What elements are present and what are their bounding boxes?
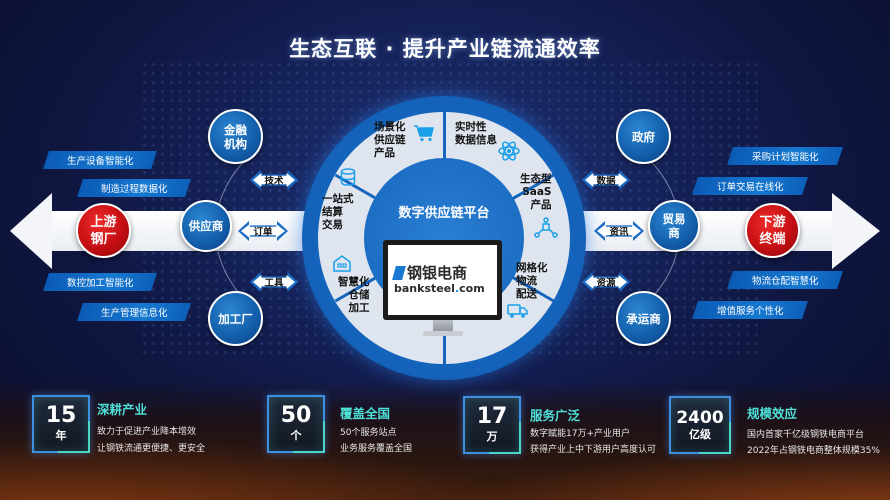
ribbon-manufacturing-data: 制造过程数据化 <box>77 179 191 197</box>
stat-scale-line1: 国内首家千亿级钢铁电商平台 <box>747 430 865 440</box>
upstream-steel-mill-node: 上游钢厂 <box>76 203 131 258</box>
arrow-left-head-icon <box>10 193 52 269</box>
link-technology: 技术 <box>250 170 298 190</box>
monitor-base <box>423 331 463 336</box>
bottom-glow-background <box>0 380 890 500</box>
link-resources: 资源 <box>582 272 630 292</box>
brand-logo-cn: 钢银电商 <box>392 262 467 283</box>
stat-years-line2: 让钢铁流通更便捷、更安全 <box>97 444 206 454</box>
segment-realtime-data: 实时性数据信息 <box>455 121 497 146</box>
stat-years-line1: 致力于促进产业降本增效 <box>97 427 197 437</box>
carrier-node: 承运商 <box>616 291 671 346</box>
link-orders: 订单 <box>238 221 288 241</box>
downstream-terminal-node: 下游终端 <box>745 203 800 258</box>
database-icon <box>340 168 356 186</box>
supplier-node: 供应商 <box>180 200 232 252</box>
stat-stations-line2: 业务服务覆盖全国 <box>340 444 413 454</box>
trader-node: 贸易商 <box>648 200 700 252</box>
brand-domain: banksteel.com <box>394 282 485 295</box>
ribbon-cnc-machining: 数控加工智能化 <box>43 273 157 291</box>
ribbon-logistics: 物流仓配智慧化 <box>727 271 843 289</box>
warehouse-icon <box>333 255 351 272</box>
segment-grid-logistics: 网格化物流配送 <box>516 262 548 300</box>
segment-smart-warehousing: 智慧化仓储加工 <box>338 276 370 314</box>
ribbon-value-added-services: 增值服务个性化 <box>692 301 808 319</box>
network-icon <box>534 217 558 238</box>
truck-icon <box>507 304 528 318</box>
page-title: 生态互联 · 提升产业链流通效率 <box>289 37 601 61</box>
monitor-stand <box>433 320 453 332</box>
segment-scenario-supply-chain: 场景化供应链产品 <box>374 121 406 159</box>
ribbon-production-equipment: 生产设备智能化 <box>43 151 157 169</box>
processing-plant-node: 加工厂 <box>208 291 263 346</box>
stat-users-heading: 服务广泛 <box>530 408 581 423</box>
shopping-cart-icon <box>414 125 434 142</box>
financial-institution-node: 金融机构 <box>208 109 263 164</box>
monitor-display: 钢银电商 banksteel.com <box>383 240 502 320</box>
stat-users-line1: 数字赋能17万+产业用户 <box>530 429 630 439</box>
ribbon-production-management: 生产管理信息化 <box>77 303 191 321</box>
government-node: 政府 <box>616 109 671 164</box>
ribbon-order-trading: 订单交易在线化 <box>692 177 808 195</box>
stat-scale-heading: 规模效应 <box>747 406 798 421</box>
hub-title: 数字供应链平台 <box>398 206 490 221</box>
stat-users-line2: 获得产业上中下游用户高度认可 <box>530 445 657 455</box>
link-data: 数据 <box>582 170 630 190</box>
link-information: 资讯 <box>594 221 644 241</box>
atom-icon <box>498 141 520 161</box>
ribbon-procurement-planning: 采购计划智能化 <box>727 147 843 165</box>
arrow-right-head-icon <box>832 193 880 269</box>
stat-scale-line2: 2022年占钢铁电商整体规模35% <box>747 446 880 456</box>
stat-stations-line1: 50个服务站点 <box>340 428 397 438</box>
segment-one-stop-settlement: 一站式结算交易 <box>322 193 354 231</box>
stat-stations-heading: 覆盖全国 <box>340 406 391 421</box>
stat-years-heading: 深耕产业 <box>97 402 148 417</box>
banksteel-logo-icon <box>392 265 406 280</box>
link-tools: 工具 <box>250 272 298 292</box>
